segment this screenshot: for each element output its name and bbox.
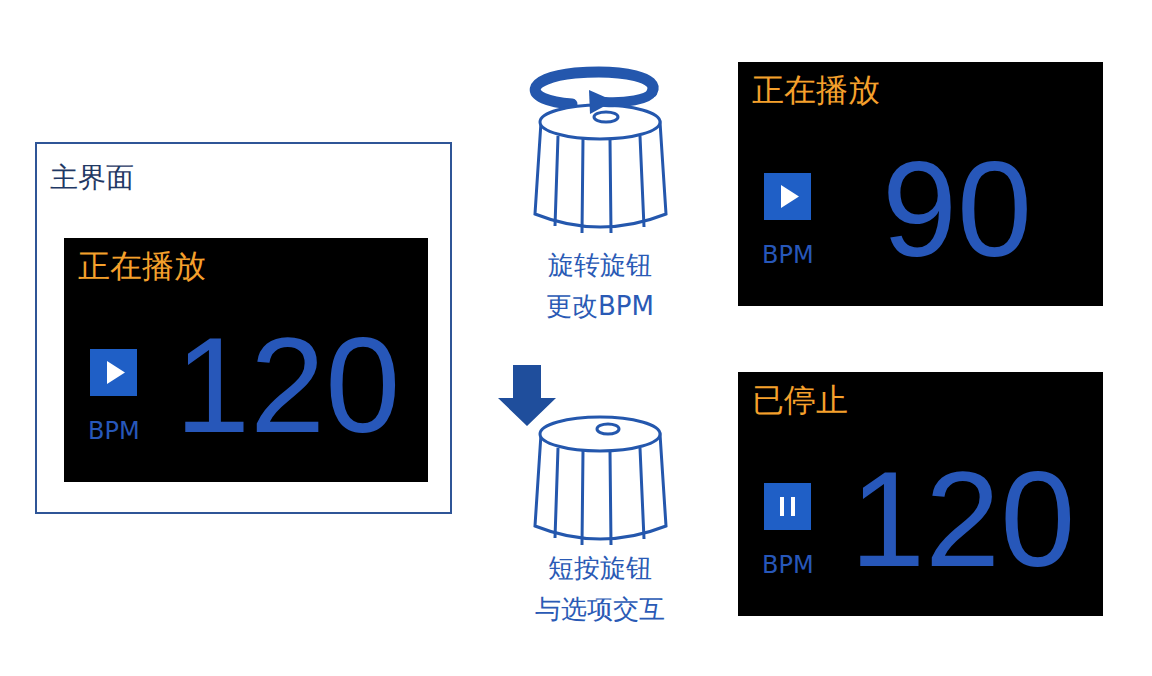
screen: 正在播放 BPM 90: [738, 62, 1103, 306]
pause-icon: [764, 483, 811, 530]
frame-title: 主界面: [50, 164, 134, 192]
main-frame: 主界面正在播放 BPM 120: [35, 142, 452, 514]
bpm-unit: BPM: [762, 553, 814, 577]
status-text: 已停止: [752, 384, 848, 416]
knob-caption: 旋转旋钮 更改BPM: [525, 245, 675, 327]
knob-bottom: [535, 417, 666, 545]
play-icon: [90, 349, 137, 396]
bpm-unit: BPM: [88, 419, 140, 443]
screen: 正在播放 BPM 120: [64, 238, 428, 482]
status-text: 正在播放: [752, 74, 880, 106]
play-icon: [764, 173, 811, 220]
knob-caption: 短按旋钮 与选项交互: [525, 548, 675, 630]
status-text: 正在播放: [78, 250, 206, 282]
rotate-arrow-front: [605, 92, 652, 102]
press-arrow: [498, 365, 556, 426]
bpm-value: 90: [882, 142, 1032, 277]
screen: 已停止 BPM 120: [738, 372, 1103, 616]
knob-top: [535, 105, 666, 233]
bpm-value: 120: [175, 318, 400, 453]
bpm-value: 120: [850, 452, 1075, 587]
bpm-unit: BPM: [762, 243, 814, 267]
